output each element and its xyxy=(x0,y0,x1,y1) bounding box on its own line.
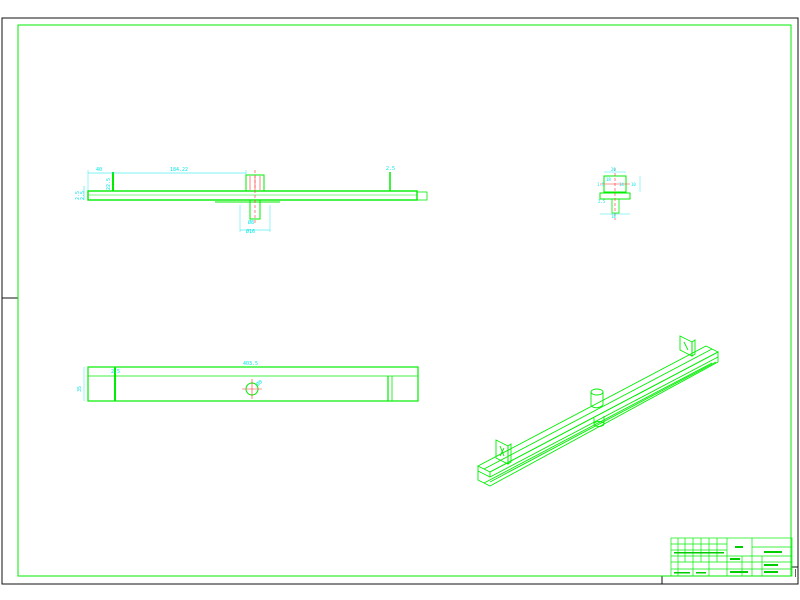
isometric-view xyxy=(477,335,719,487)
dim-left-offset: 40 xyxy=(96,167,102,173)
tb-text-1 xyxy=(735,546,743,548)
side-view: 20 18 1.5 14 10 2.5 18 xyxy=(597,167,641,220)
title-block xyxy=(670,537,793,577)
side-dim-7: 18 xyxy=(611,214,616,219)
dim-pin-dia-b: Ø16 xyxy=(246,228,255,235)
side-dim-4: 14 xyxy=(619,182,624,187)
side-dim-3: 1.5 xyxy=(597,182,605,187)
side-dim-6: 2.5 xyxy=(598,199,606,204)
top-outline xyxy=(87,366,419,402)
top-view: 403.5 2.5 35 Ø8 xyxy=(77,361,419,402)
dim-height-b: 22.5 xyxy=(106,178,112,190)
inner-border xyxy=(17,24,792,577)
iso-left-tab-detail-2 xyxy=(499,447,505,457)
side-dim-1: 20 xyxy=(611,167,616,172)
iso-bar-underside-2 xyxy=(483,362,713,484)
front-end-cap xyxy=(416,191,428,201)
iso-right-tab-detail xyxy=(683,341,689,351)
title-block-text xyxy=(674,546,782,574)
dim-pin-dia-a: Ø8 xyxy=(248,219,254,226)
tb-text-9 xyxy=(696,572,706,574)
front-view: 40 184.22 2.5 2.5 22.5 2.5 Ø8 Ø16 xyxy=(75,166,428,235)
tb-text-4 xyxy=(764,571,778,573)
iso-right-tab-side xyxy=(691,339,696,357)
frame-orientation-mark: | xyxy=(794,568,797,577)
tb-text-7 xyxy=(674,552,724,554)
tb-text-3 xyxy=(764,564,778,566)
top-dim-hole: Ø8 xyxy=(255,378,264,387)
side-dim-2: 18 xyxy=(606,177,611,182)
title-block-frame xyxy=(670,537,793,577)
tb-text-5 xyxy=(730,558,740,560)
tb-text-2 xyxy=(764,551,782,553)
dim-right-tab: 2.5 xyxy=(386,166,395,172)
side-dim-5: 10 xyxy=(631,182,636,187)
iso-bar-groove-1 xyxy=(483,348,713,470)
top-dim-left-tab: 2.5 xyxy=(111,369,120,375)
top-dim-length: 403.5 xyxy=(243,361,258,367)
top-dim-width-label: 35 xyxy=(77,386,83,392)
tb-text-6 xyxy=(730,571,748,573)
tb-text-8 xyxy=(674,572,690,574)
iso-boss-bottom xyxy=(590,404,604,409)
dim-height-a: 2.5 xyxy=(80,191,86,200)
dim-height-c: 2.5 xyxy=(75,191,81,200)
iso-bar-underside xyxy=(477,357,719,487)
iso-boss-top xyxy=(590,388,604,396)
front-bar xyxy=(87,190,418,201)
outer-frame xyxy=(1,17,799,585)
side-pin xyxy=(611,198,620,214)
iso-left-tab-side xyxy=(507,443,512,465)
iso-bar-side xyxy=(489,351,719,478)
dim-span: 184.22 xyxy=(170,167,188,173)
